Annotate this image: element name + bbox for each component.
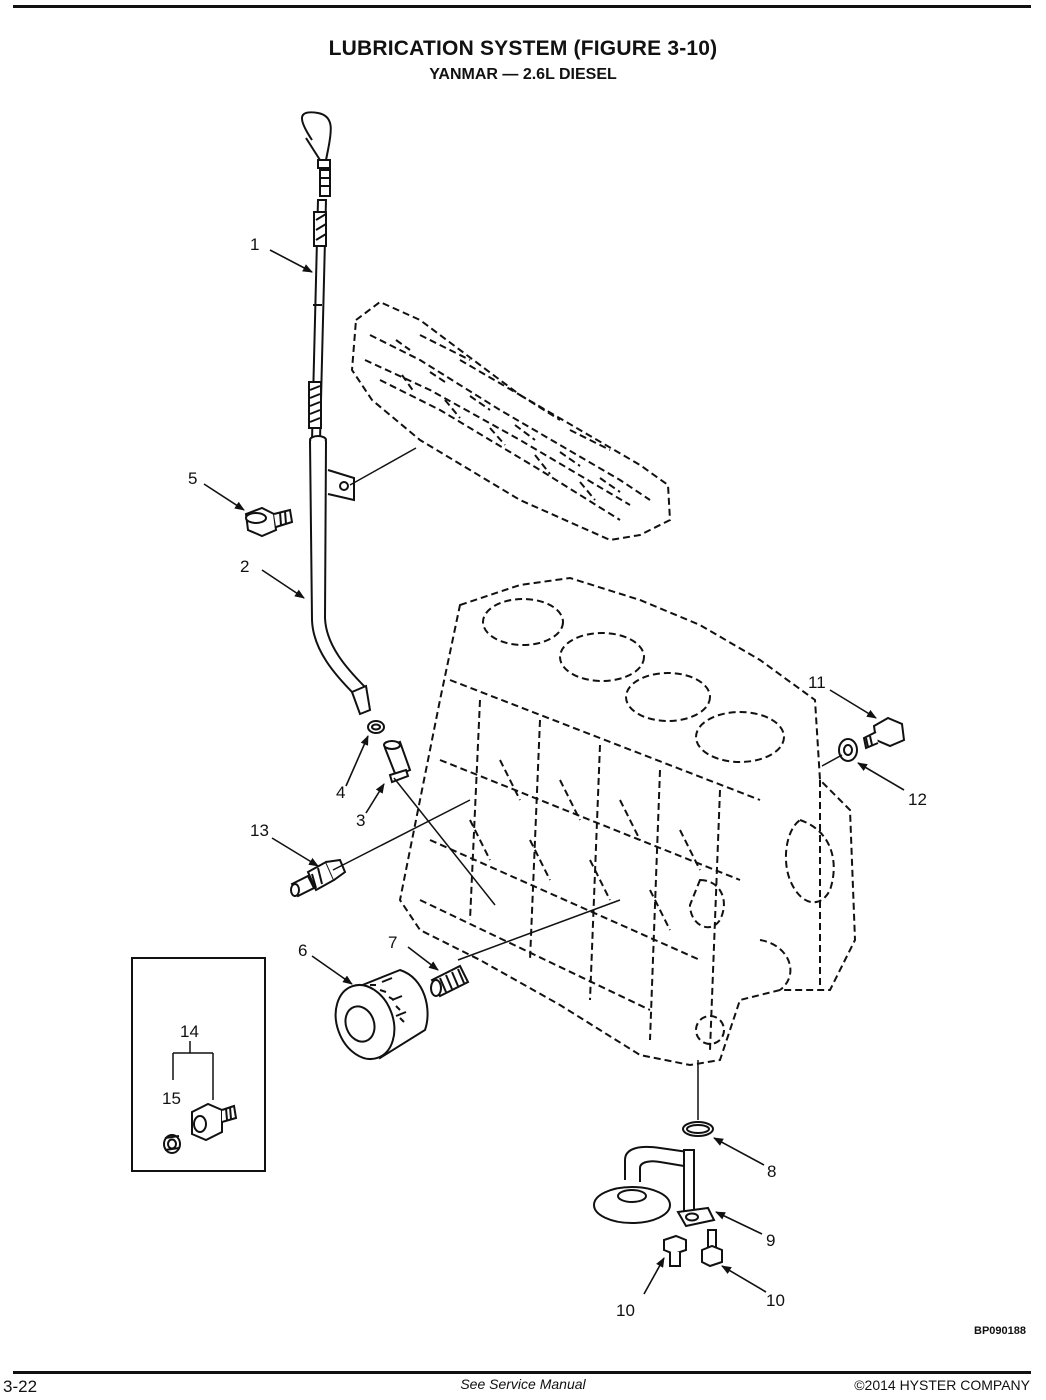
valve-cover-outline	[350, 300, 672, 542]
bolt-10b	[701, 1229, 723, 1268]
page-number: 3-22	[3, 1377, 38, 1396]
page-title: LUBRICATION SYSTEM (FIGURE 3-10)	[328, 37, 718, 60]
callout-10b: 10	[766, 1291, 785, 1310]
callout-2: 2	[240, 557, 249, 576]
top-rule	[13, 5, 1031, 8]
copyright: ©2014 HYSTER COMPANY	[854, 1377, 1030, 1393]
callout-10a: 10	[616, 1301, 635, 1320]
dipstick	[301, 111, 332, 441]
washer-12	[838, 738, 858, 762]
bolt-10a	[663, 1234, 687, 1267]
callout-13: 13	[250, 821, 269, 840]
o-ring-8	[682, 1121, 714, 1137]
oil-pressure-sensor	[290, 858, 347, 898]
oil-pickup-screen	[593, 1145, 716, 1228]
callout-11: 11	[808, 673, 826, 692]
callout-1: 1	[250, 235, 259, 254]
callout-9: 9	[766, 1231, 775, 1250]
callout-5: 5	[188, 469, 197, 488]
callout-4: 4	[336, 783, 345, 802]
bottom-rule	[13, 1371, 1031, 1374]
dipstick-adapter	[383, 740, 412, 784]
callout-15: 15	[162, 1089, 181, 1108]
callout-8: 8	[767, 1162, 776, 1181]
plug-15	[163, 1134, 181, 1154]
figure-code: BP090188	[974, 1325, 1026, 1337]
leader-lines	[332, 447, 843, 1120]
footer-note: See Service Manual	[460, 1376, 586, 1392]
threaded-fitting-7	[430, 964, 470, 998]
callout-labels: 1 2 3 4 5 6 7 8 9 10 10 11 12 13 14 15	[162, 235, 927, 1320]
page-subtitle: YANMAR — 2.6L DIESEL	[429, 66, 617, 83]
engine-block-outline	[398, 576, 857, 1067]
callout-6: 6	[298, 941, 307, 960]
callout-7: 7	[388, 933, 397, 952]
detail-inset	[131, 957, 266, 1172]
adapter-14	[191, 1102, 238, 1142]
bolt-5	[244, 506, 294, 538]
o-ring-4	[367, 720, 385, 734]
dipstick-tube	[309, 435, 372, 716]
callout-12: 12	[908, 790, 927, 809]
oil-filter	[334, 968, 429, 1060]
callout-14: 14	[180, 1022, 199, 1041]
callout-arrows	[203, 249, 905, 1295]
bolt-11	[862, 716, 906, 750]
callout-3: 3	[356, 811, 365, 830]
